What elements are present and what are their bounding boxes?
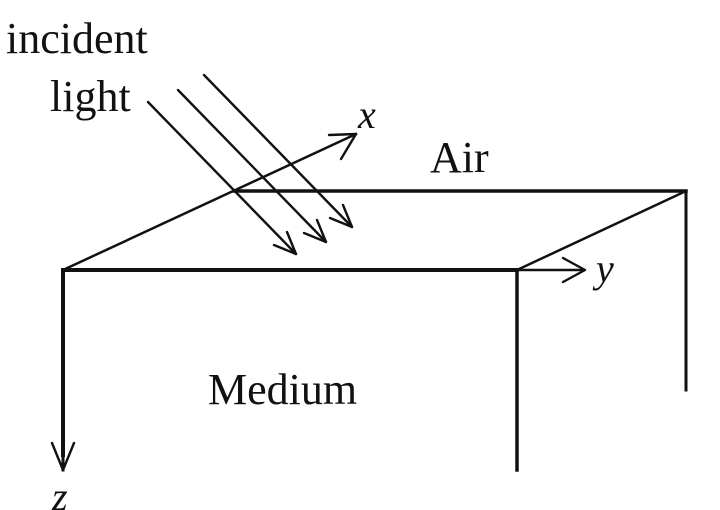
label-z-axis: z: [51, 474, 68, 510]
incident-ray-1: [146, 100, 298, 256]
label-medium: Medium: [208, 365, 357, 414]
incident-ray-3: [202, 73, 354, 229]
label-y-axis: y: [592, 246, 614, 291]
label-x-axis: x: [357, 92, 376, 137]
incident-ray-2: [176, 88, 328, 244]
side-top-edge: [515, 189, 688, 272]
incident-ray-3-arrowhead: [328, 203, 354, 229]
y-axis-arrowhead: [561, 256, 587, 284]
x-axis-arrowhead: [327, 132, 358, 161]
x-axis-line: [61, 132, 358, 272]
incident-ray-2-arrowhead: [302, 218, 328, 244]
label-air: Air: [430, 133, 489, 182]
label-incident: incident: [6, 14, 148, 63]
label-light: light: [50, 72, 131, 121]
incident-ray-1-arrowhead: [272, 230, 298, 256]
